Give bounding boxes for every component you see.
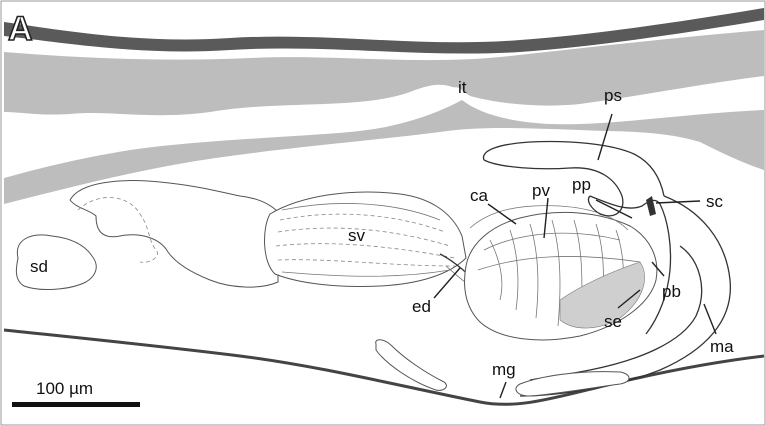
label-pp: pp bbox=[572, 175, 591, 194]
label-ed: ed bbox=[412, 297, 431, 316]
label-ma: ma bbox=[710, 337, 734, 356]
scale-bar bbox=[12, 402, 140, 407]
intestine-upper-layer bbox=[4, 30, 764, 116]
label-ps: ps bbox=[604, 86, 622, 105]
panel-letter: A bbox=[8, 10, 33, 48]
label-mg: mg bbox=[492, 360, 516, 379]
genital-pad-right bbox=[515, 371, 630, 397]
gland-lobes bbox=[69, 180, 279, 288]
label-se: se bbox=[604, 312, 622, 331]
label-pb: pb bbox=[662, 282, 681, 301]
penis-papilla-tip bbox=[589, 195, 672, 335]
label-sv: sv bbox=[348, 226, 366, 245]
genital-pad-left bbox=[375, 339, 447, 391]
sclerotized-structure bbox=[646, 196, 656, 216]
seminal-duct bbox=[15, 234, 97, 290]
penis-sheath bbox=[482, 140, 665, 197]
scale-bar-label: 100 µm bbox=[36, 379, 93, 398]
gland-inner-dash bbox=[77, 197, 158, 263]
intestine-lumen bbox=[160, 84, 764, 132]
stippled-epithelium bbox=[559, 261, 645, 329]
label-ca: ca bbox=[470, 186, 489, 205]
label-pv: pv bbox=[532, 181, 550, 200]
dorsal-body-wall bbox=[4, 8, 764, 54]
penis-bulb-wall bbox=[519, 195, 731, 397]
label-sd: sd bbox=[30, 257, 48, 276]
ventral-body-wall bbox=[3, 328, 765, 406]
seminal-vesicle bbox=[264, 191, 467, 287]
label-it: it bbox=[458, 78, 467, 97]
leader-lines bbox=[433, 113, 717, 399]
intestine-lower-layer bbox=[4, 100, 764, 204]
seminal-vesicle-fibers bbox=[275, 203, 456, 277]
penis-papilla bbox=[483, 159, 624, 217]
cap-structure bbox=[469, 205, 629, 231]
label-sc: sc bbox=[706, 192, 724, 211]
